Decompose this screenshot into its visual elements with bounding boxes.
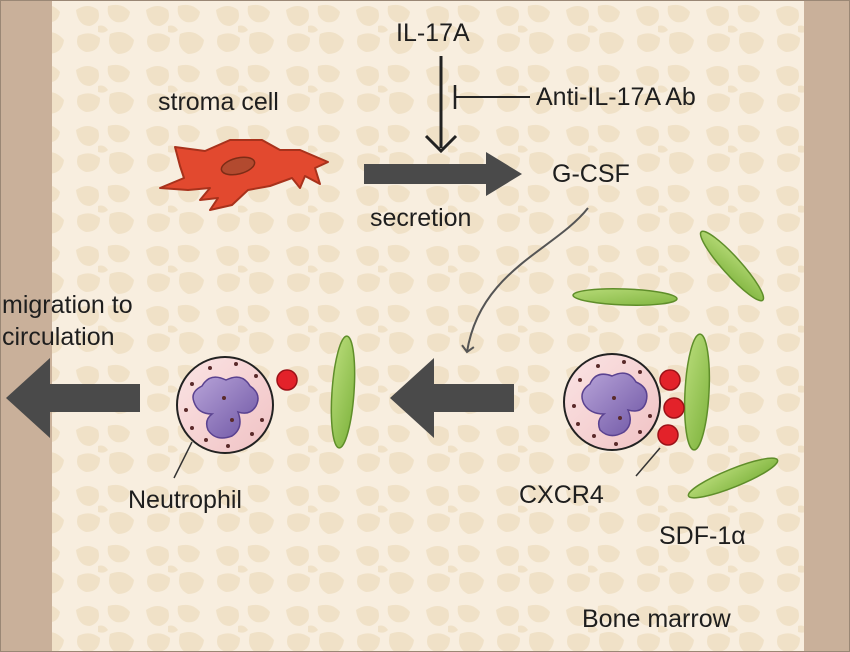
marrow-area — [52, 0, 804, 652]
neutrophil-nucleus — [192, 376, 259, 439]
stroma-cell — [159, 139, 329, 211]
sdf1a-rod — [683, 333, 711, 451]
cxcr4-receptor — [663, 397, 685, 419]
cxcr4-label: CXCR4 — [519, 481, 604, 509]
sdf1a-rod — [699, 230, 765, 302]
cxcr4-receptor — [657, 424, 679, 446]
secretion-label: secretion — [370, 204, 472, 232]
stroma-cell-label: stroma cell — [158, 88, 279, 116]
migration-label-line1: migration to — [2, 291, 133, 319]
cxcr4-receptors — [657, 369, 685, 446]
neutrophil-bound — [563, 353, 685, 451]
gcsf-curve-arrow — [461, 207, 589, 354]
cxcr4-pointer-line — [635, 447, 661, 477]
migration-arrow — [6, 358, 140, 438]
stroma-nucleus — [220, 156, 256, 176]
release-arrow — [390, 358, 514, 438]
right-bone-border — [804, 0, 850, 652]
cxcr4-receptor — [276, 369, 298, 391]
gcsf-label: G-CSF — [552, 160, 630, 188]
anti-il17a-label: Anti-IL-17A Ab — [536, 83, 696, 111]
sdf1a-rod — [572, 288, 678, 306]
granules — [572, 360, 652, 446]
cxcr4-receptor — [659, 369, 681, 391]
sdf1a-label: SDF-1α — [659, 522, 746, 550]
sdf1a-molecules — [330, 230, 779, 499]
marrow-tint — [52, 0, 804, 652]
neutrophil-released — [176, 356, 298, 454]
il17a-label: IL-17A — [396, 19, 470, 47]
secretion-arrow — [364, 152, 522, 196]
granules — [184, 362, 264, 448]
il17a-down-arrowhead — [424, 134, 458, 154]
neutrophil-label: Neutrophil — [128, 486, 242, 514]
sdf1a-rod — [687, 457, 779, 499]
sdf1a-rod — [330, 335, 356, 449]
bone-marrow-label: Bone marrow — [582, 605, 731, 633]
neutrophil-pointer-line — [173, 441, 193, 479]
migration-label-line2: circulation — [2, 323, 115, 351]
neutrophil-nucleus — [581, 372, 648, 437]
